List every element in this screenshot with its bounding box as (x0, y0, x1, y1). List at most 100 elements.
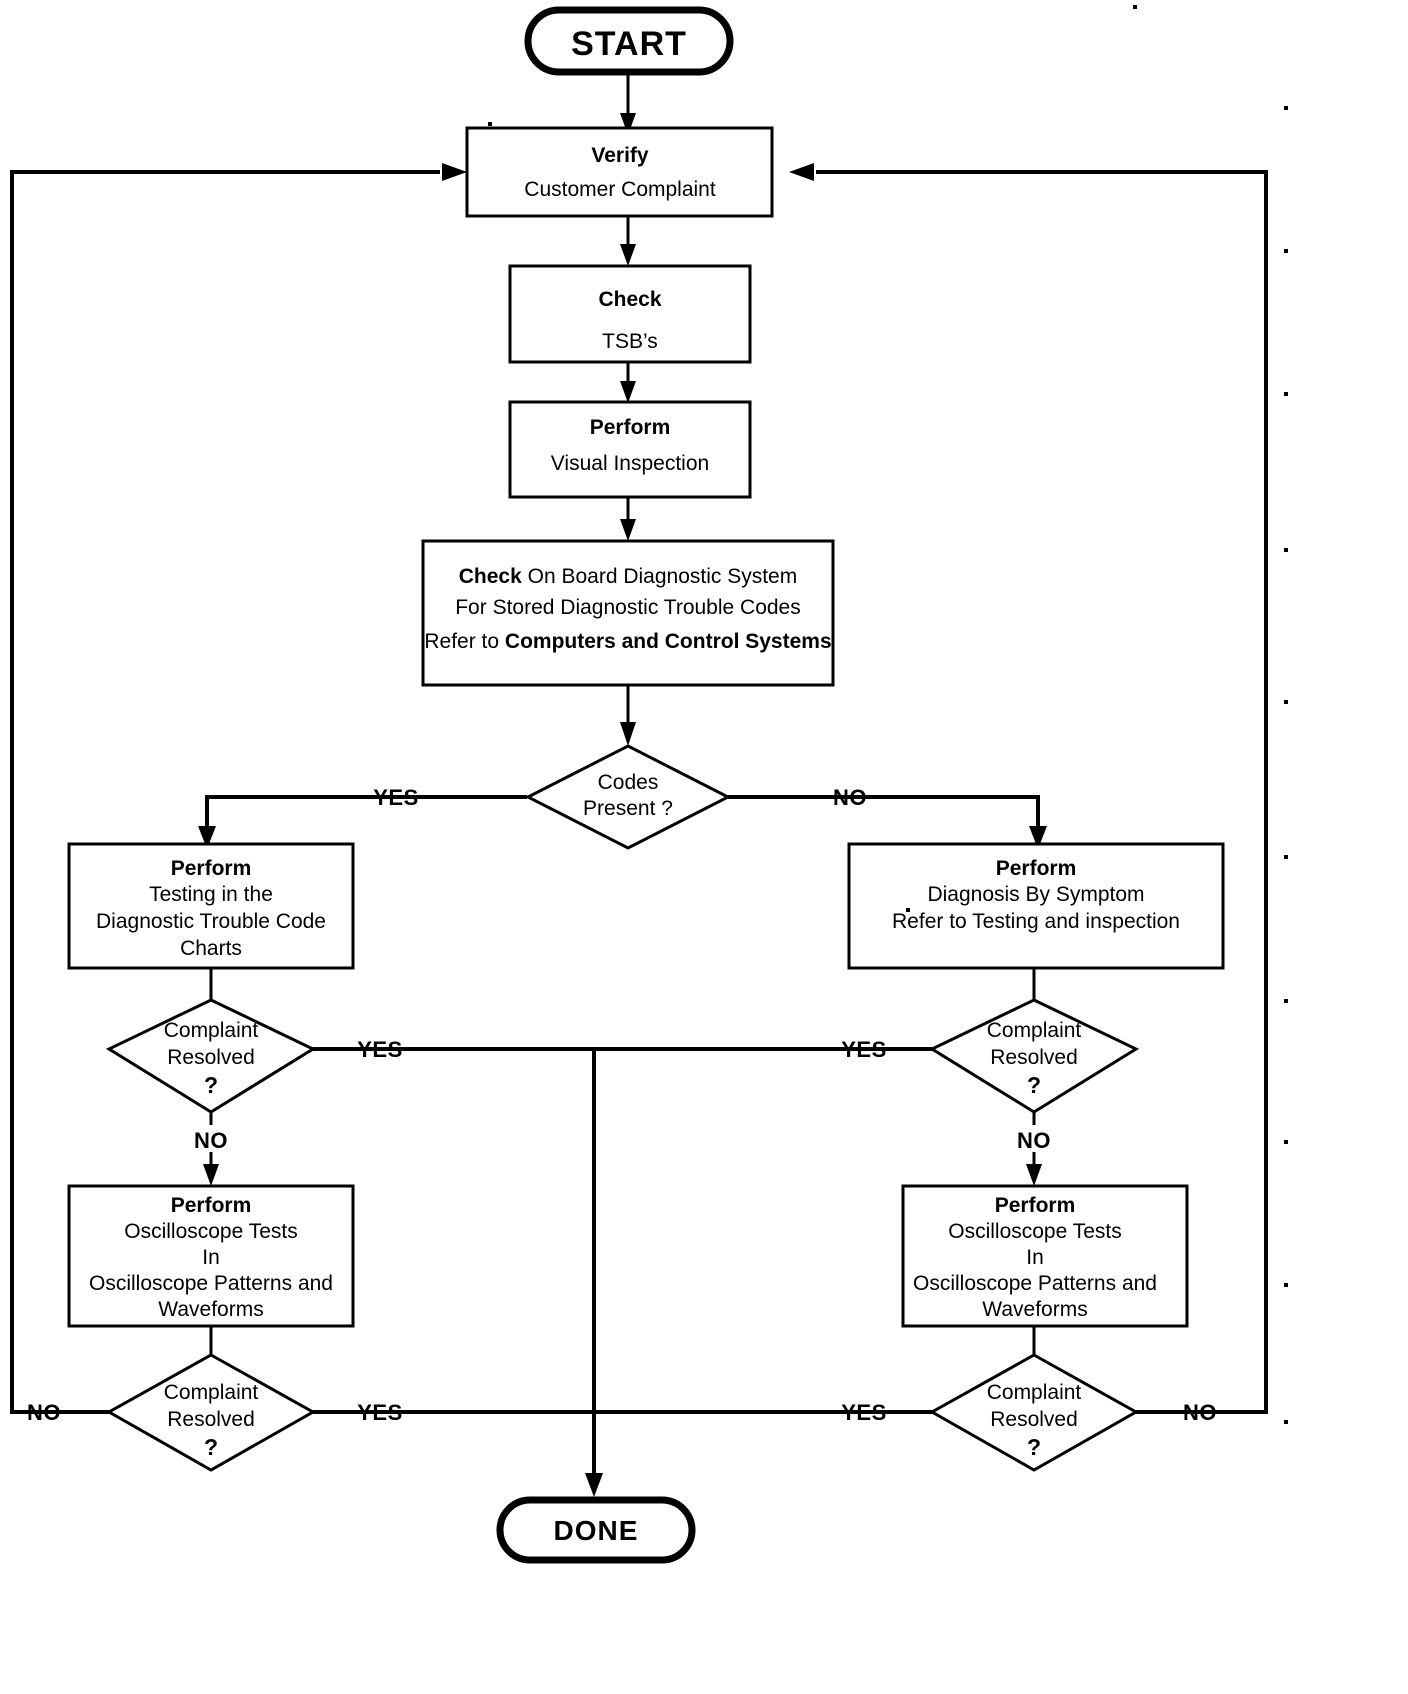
margin-tick (1284, 855, 1288, 859)
left-resolved-1-diamond-shape[interactable] (105, 998, 317, 1114)
left-resolved-1-line1: Complaint (164, 1019, 259, 1042)
verify-line2: Customer Complaint (524, 178, 716, 201)
node-left-resolved-1[interactable]: Complaint Resolved ? (105, 998, 317, 1114)
margin-tick (1133, 5, 1137, 9)
node-left-resolved-2[interactable]: Complaint Resolved ? (105, 1353, 317, 1472)
edge-label-left-res1-yes: YES (357, 1037, 403, 1062)
verify-line1: Verify (591, 144, 649, 167)
arrowhead-rightres2-no-loop (789, 163, 814, 181)
node-obd-check[interactable]: Check On Board Diagnostic System For Sto… (421, 539, 835, 687)
arrowhead-codes-yes (198, 826, 216, 849)
arrowhead-tsb-visual (620, 381, 636, 403)
right-resolved-1-diamond-shape[interactable] (928, 998, 1140, 1114)
edge-codes-yes (205, 795, 527, 836)
left-resolved-2-line1: Complaint (164, 1381, 259, 1404)
arrowhead-verify-tsb (620, 244, 636, 266)
edge-label-left-res1-no: NO (194, 1128, 228, 1153)
margin-tick (488, 122, 492, 126)
right-scope-line4: Oscilloscope Patterns and (913, 1272, 1157, 1295)
node-left-testing[interactable]: Perform Testing in the Diagnostic Troubl… (67, 842, 355, 970)
arrowhead-codes-no (1029, 826, 1047, 849)
arrowhead-obd-codes (620, 722, 636, 746)
edge-codes-no (728, 795, 1040, 836)
done-terminal-shape[interactable] (496, 1496, 696, 1564)
left-scope-line2: Oscilloscope Tests (124, 1220, 298, 1243)
arrowhead-visual-obd (620, 519, 636, 541)
right-resolved-1-line3: ? (1027, 1072, 1041, 1098)
check-tsb-line2: TSB’s (602, 330, 658, 353)
codes-present-line2: Present ? (583, 797, 673, 820)
margin-tick (1284, 392, 1288, 396)
edge-leftres2-no-loop (10, 170, 440, 1414)
margin-tick (1284, 1283, 1288, 1287)
right-symptom-line3: Refer to Testing and inspection (892, 910, 1180, 933)
start-terminal-shape[interactable] (524, 6, 734, 76)
right-resolved-2-diamond-shape[interactable] (928, 1353, 1140, 1472)
node-visual-inspection[interactable]: Perform Visual Inspection (508, 400, 752, 499)
arrowhead-leftres1-no (203, 1164, 219, 1186)
obd-box-shape[interactable] (421, 539, 835, 687)
codes-present-line1: Codes (598, 771, 659, 794)
right-scope-line1: Perform (995, 1194, 1076, 1217)
node-verify[interactable]: Verify Customer Complaint (465, 126, 774, 218)
connectors (10, 72, 1268, 1497)
arrowhead-leftres2-no-loop (442, 163, 467, 181)
left-scope-line1: Perform (171, 1194, 252, 1217)
verify-box-shape[interactable] (465, 126, 774, 218)
obd-line1: Check On Board Diagnostic System (459, 565, 797, 588)
margin-tick (906, 908, 910, 912)
left-scope-line5: Waveforms (158, 1298, 263, 1321)
left-scope-box-shape[interactable] (67, 1184, 355, 1328)
edge-label-left-res2-no: NO (27, 1400, 61, 1425)
node-right-resolved-1[interactable]: Complaint Resolved ? (928, 998, 1140, 1114)
left-testing-line1: Perform (171, 857, 252, 880)
start-label: START (571, 25, 687, 63)
right-resolved-2-line2: Resolved (990, 1408, 1078, 1431)
margin-tick (1284, 106, 1288, 110)
left-testing-line2: Testing in the (149, 883, 273, 906)
page-margin-ticks (488, 5, 1288, 1424)
right-symptom-box-shape[interactable] (847, 842, 1225, 970)
node-check-tsb[interactable]: Check TSB’s (508, 264, 752, 364)
node-start[interactable]: START (524, 6, 734, 76)
check-tsb-box-shape[interactable] (508, 264, 752, 364)
right-resolved-1-line1: Complaint (987, 1019, 1082, 1042)
left-resolved-2-line3: ? (204, 1434, 218, 1460)
right-scope-line2: Oscilloscope Tests (948, 1220, 1122, 1243)
codes-present-diamond-shape[interactable] (524, 744, 732, 850)
margin-tick (1284, 700, 1288, 704)
left-testing-line4: Charts (180, 937, 242, 960)
edge-label-right-res1-no: NO (1017, 1128, 1051, 1153)
left-testing-line3: Diagnostic Trouble Code (96, 910, 326, 933)
node-left-oscilloscope[interactable]: Perform Oscilloscope Tests In Oscillosco… (67, 1184, 355, 1328)
edge-label-right-res1-yes: YES (841, 1037, 887, 1062)
node-codes-present[interactable]: Codes Present ? (524, 744, 732, 850)
margin-tick (1284, 1140, 1288, 1144)
arrowhead-rightres1-no (1026, 1164, 1042, 1186)
obd-line3-bold: Computers and Control Systems (505, 630, 832, 653)
visual-box-shape[interactable] (508, 400, 752, 499)
obd-line1-rest: On Board Diagnostic System (522, 565, 797, 588)
right-resolved-2-line3: ? (1027, 1434, 1041, 1460)
margin-tick (1284, 548, 1288, 552)
edge-label-codes-yes: YES (373, 785, 419, 810)
right-resolved-2-line1: Complaint (987, 1381, 1082, 1404)
left-resolved-2-diamond-shape[interactable] (105, 1353, 317, 1472)
edge-label-right-res2-yes: YES (841, 1400, 887, 1425)
left-scope-line3: In (202, 1246, 220, 1269)
left-resolved-1-line2: Resolved (167, 1046, 255, 1069)
node-done[interactable]: DONE (496, 1496, 696, 1564)
margin-tick (1284, 1420, 1288, 1424)
left-testing-box-shape[interactable] (67, 842, 355, 970)
margin-tick (1284, 999, 1288, 1003)
edge-label-left-res2-yes: YES (357, 1400, 403, 1425)
node-right-oscilloscope[interactable]: Perform Oscilloscope Tests In Oscillosco… (901, 1184, 1189, 1328)
visual-line2: Visual Inspection (551, 452, 709, 475)
node-right-symptom[interactable]: Perform Diagnosis By Symptom Refer to Te… (847, 842, 1225, 970)
right-scope-box-shape[interactable] (901, 1184, 1189, 1328)
margin-tick (1284, 249, 1288, 253)
node-right-resolved-2[interactable]: Complaint Resolved ? (928, 1353, 1140, 1472)
right-resolved-1-line2: Resolved (990, 1046, 1078, 1069)
arrowhead-trunk-done (585, 1473, 603, 1497)
